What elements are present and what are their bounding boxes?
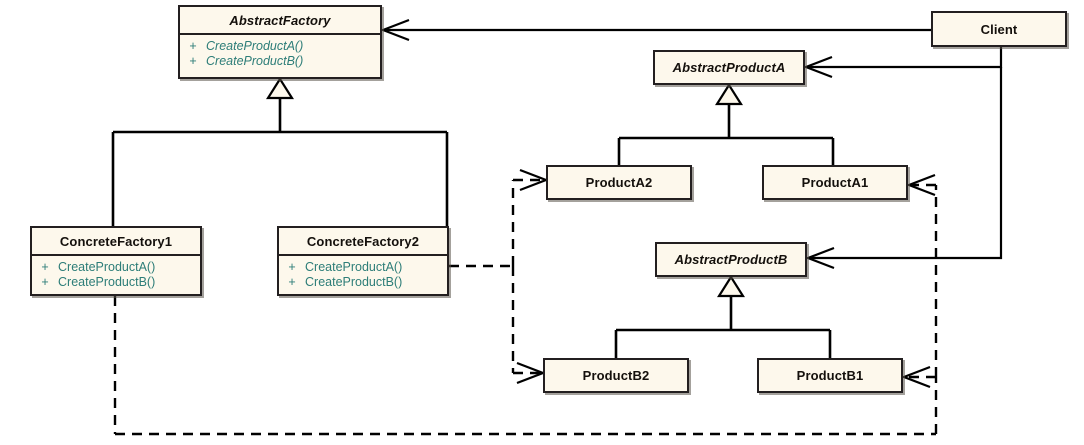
class-members-concretefactory2: + CreateProductA() + CreateProductB() <box>279 254 447 294</box>
class-box-productb1[interactable]: ProductB1 <box>757 358 903 393</box>
member-row: + CreateProductB() <box>32 275 200 290</box>
member-visibility: + <box>288 260 296 274</box>
class-box-producta1[interactable]: ProductA1 <box>762 165 908 200</box>
class-box-client[interactable]: Client <box>931 11 1067 47</box>
class-members-concretefactory1: + CreateProductA() + CreateProductB() <box>32 254 200 294</box>
class-box-abstractproductb[interactable]: AbstractProductB <box>655 242 807 277</box>
member-visibility: + <box>189 54 197 68</box>
member-name: CreateProductA() <box>305 260 403 274</box>
class-box-abstractfactory[interactable]: AbstractFactory + CreateProductA() + Cre… <box>178 5 382 79</box>
class-box-concretefactory2[interactable]: ConcreteFactory2 + CreateProductA() + Cr… <box>277 226 449 296</box>
class-title-abstractfactory: AbstractFactory <box>229 13 331 28</box>
class-title-producta2: ProductA2 <box>585 175 653 190</box>
member-visibility: + <box>41 260 49 274</box>
association-client-to-abstractfactory <box>379 18 931 42</box>
member-row: + CreateProductA() <box>32 260 200 275</box>
class-box-abstractproducta[interactable]: AbstractProductA <box>653 50 805 85</box>
member-row: + CreateProductB() <box>279 275 447 290</box>
class-title-concretefactory2: ConcreteFactory2 <box>306 234 420 249</box>
member-row: + CreateProductA() <box>180 39 380 54</box>
association-client-to-abstractproductb <box>804 67 1003 270</box>
member-name: CreateProductA() <box>206 39 304 53</box>
member-name: CreateProductB() <box>206 54 304 68</box>
member-name: CreateProductB() <box>305 275 403 289</box>
dependency-concretefactory2-to-products <box>449 168 550 385</box>
generalization-producta-to-abstractproducta <box>617 82 835 165</box>
class-title-abstractproducta: AbstractProductA <box>672 60 786 75</box>
class-title-concretefactory1: ConcreteFactory1 <box>59 234 173 249</box>
member-visibility: + <box>288 275 296 289</box>
member-name: CreateProductA() <box>58 260 156 274</box>
member-row: + CreateProductA() <box>279 260 447 275</box>
class-title-productb2: ProductB2 <box>582 368 650 383</box>
generalization-concretefactories-to-abstractfactory <box>111 76 449 226</box>
class-box-concretefactory1[interactable]: ConcreteFactory1 + CreateProductA() + Cr… <box>30 226 202 296</box>
class-title-producta1: ProductA1 <box>801 175 869 190</box>
association-client-to-abstractproducta <box>802 47 1003 79</box>
generalization-productb-to-abstractproductb <box>614 274 832 358</box>
class-members-abstractfactory: + CreateProductA() + CreateProductB() <box>180 33 380 73</box>
class-title-productb1: ProductB1 <box>796 368 864 383</box>
dependency-concretefactory1-to-products <box>113 173 938 436</box>
class-title-abstractproductb: AbstractProductB <box>674 252 788 267</box>
class-box-producta2[interactable]: ProductA2 <box>546 165 692 200</box>
class-box-productb2[interactable]: ProductB2 <box>543 358 689 393</box>
member-visibility: + <box>41 275 49 289</box>
member-visibility: + <box>189 39 197 53</box>
member-name: CreateProductB() <box>58 275 156 289</box>
member-row: + CreateProductB() <box>180 54 380 69</box>
class-title-client: Client <box>980 21 1018 37</box>
